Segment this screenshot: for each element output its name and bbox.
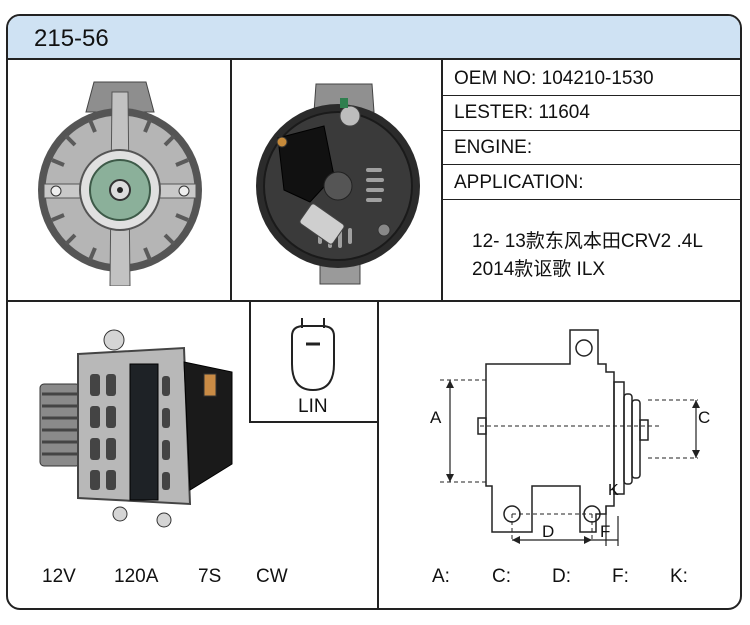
legend-f: F: — [612, 566, 629, 587]
oem-label: OEM NO: — [454, 68, 537, 89]
divider-v-top-right — [441, 60, 443, 300]
plug-label: LIN — [298, 396, 328, 417]
lester-label: LESTER: — [454, 102, 534, 123]
engine-row: ENGINE: — [454, 137, 532, 159]
application-line-2: 2014款讴歌 ILX — [472, 259, 606, 280]
dimension-diagram — [440, 329, 700, 546]
divider-spec-2 — [441, 130, 740, 131]
application-line-1: 12- 13款东风本田CRV2 .4L — [472, 231, 703, 252]
divider-h-middle — [8, 300, 740, 302]
plug-box-left — [249, 300, 251, 422]
lester-row: LESTER: 11604 — [454, 102, 590, 124]
legend-c: C: — [492, 566, 511, 587]
voltage: 12V — [42, 566, 76, 587]
alternator-rear-photo — [256, 83, 420, 285]
current: 120A — [114, 566, 159, 587]
model-number: 215-56 — [34, 25, 109, 52]
plug-connector-icon — [291, 318, 335, 392]
product-card: 215-56 OEM NO: 104210-1530 LESTER: 11604… — [6, 14, 742, 610]
title-bar: 215-56 — [8, 16, 740, 60]
engine-label: ENGINE: — [454, 137, 533, 158]
divider-spec-3 — [441, 164, 740, 165]
application-label: APPLICATION: — [454, 172, 584, 193]
dim-label-k: K — [608, 482, 619, 499]
rotation: CW — [256, 566, 288, 587]
legend-k: K: — [670, 566, 688, 587]
dim-label-d: D — [542, 522, 555, 541]
alternator-front-photo — [38, 81, 202, 286]
divider-v-bottom — [377, 300, 379, 608]
divider-spec-1 — [441, 95, 740, 96]
oem-value: 104210-1530 — [541, 68, 654, 89]
divider-spec-4 — [441, 199, 740, 200]
plug-box-bottom — [249, 421, 379, 423]
oem-row: OEM NO: 104210-1530 — [454, 68, 654, 90]
divider-v-top-left — [230, 60, 232, 300]
legend-d: D: — [552, 566, 571, 587]
lester-value: 11604 — [538, 102, 590, 123]
alternator-side-photo — [39, 329, 233, 528]
legend-a: A: — [432, 566, 450, 587]
dim-label-a: A — [430, 408, 442, 427]
dim-label-c: C — [698, 408, 711, 427]
pulley: 7S — [198, 566, 222, 587]
dim-label-f: F — [600, 522, 611, 541]
